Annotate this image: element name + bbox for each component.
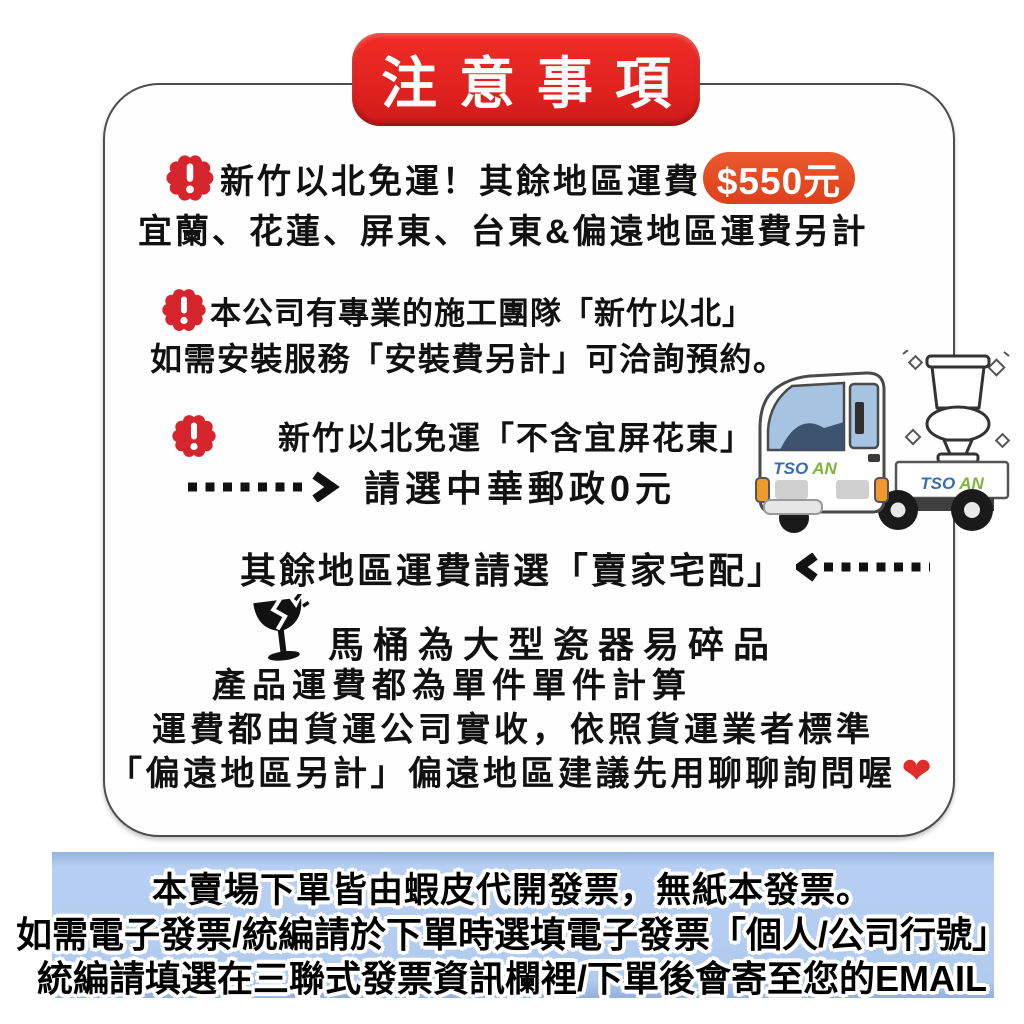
invoice-line1: 本賣場下單皆由蝦皮代開發票，無紙本發票。 (151, 871, 872, 910)
warning-icon (172, 415, 216, 457)
post-option-line1: 新竹以北免運「不含宜屏花東」 (170, 412, 754, 460)
fragile-line1: 馬桶為大型瓷器易碎品 (248, 594, 778, 670)
fragile-line3: 運費都由貨運公司實收，依照貨運業者標準 (152, 702, 874, 751)
fragile-line1-text: 馬桶為大型瓷器易碎品 (328, 624, 779, 665)
shipping-line1-text: 新竹以北免運！其餘地區運費 (220, 162, 701, 201)
installation-line1-text: 本公司有專業的施工團隊「新竹以北」 (210, 295, 754, 331)
delivery-option-text: 其餘地區運費請選「賣家宅配」 (240, 550, 787, 591)
post-option-line2-text: 請選中華郵政0元 (364, 468, 677, 509)
invoice-line2: 如需電子發票/統編請於下單時選填電子發票「個人/公司行號」 (15, 914, 1008, 955)
toilet-icon (925, 354, 991, 464)
delivery-option-line: 其餘地區運費請選「賣家宅配」 (240, 542, 934, 594)
warning-icon (166, 155, 214, 201)
post-option-line2: 請選中華郵政0元 (182, 460, 676, 512)
broken-glass-icon (253, 594, 310, 661)
post-option-line1-text: 新竹以北免運「不含宜屏花東」 (278, 420, 755, 456)
fragile-line4: 「偏遠地區另計」偏遠地區建議先用聊聊詢問喔 ❤ (108, 746, 932, 795)
shipping-fee-badge: $550元 (703, 152, 855, 204)
dotted-arrow-left-icon (796, 553, 931, 582)
installation-line1: 本公司有專業的施工團隊「新竹以北」 (160, 286, 754, 334)
installation-line2-text: 如需安裝服務「安裝費另計」可洽詢預約。 (150, 341, 787, 377)
fragile-line3-text: 運費都由貨運公司實收，依照貨運業者標準 (152, 711, 874, 749)
invoice-banner-background (52, 852, 994, 998)
installation-line2: 如需安裝服務「安裝費另計」可洽詢預約。 (150, 334, 787, 380)
warning-icon (162, 289, 206, 331)
page-title-text: 注意事項 (381, 52, 693, 115)
sparkle-icon (902, 350, 1011, 449)
invoice-line3: 統編請填選在三聯式發票資訊欄裡/下單後會寄至您的EMAIL (37, 958, 987, 999)
fragile-line4-text: 「偏遠地區另計」偏遠地區建議先用聊聊詢問喔 (108, 755, 896, 793)
dotted-arrow-right-icon (188, 471, 340, 502)
shipping-line2: 宜蘭、花蓮、屏東、台東&偏遠地區運費另計 (138, 204, 869, 253)
page-title: 注意事項 (352, 33, 700, 126)
fragile-line2-text: 產品運費都為單件單件計算 (212, 667, 692, 705)
fragile-line2: 產品運費都為單件單件計算 (212, 658, 692, 707)
shipping-line2-text: 宜蘭、花蓮、屏東、台東&偏遠地區運費另計 (138, 213, 869, 251)
shipping-line1: 新竹以北免運！其餘地區運費 $550元 (164, 152, 855, 204)
heart-icon: ❤ (901, 749, 932, 791)
